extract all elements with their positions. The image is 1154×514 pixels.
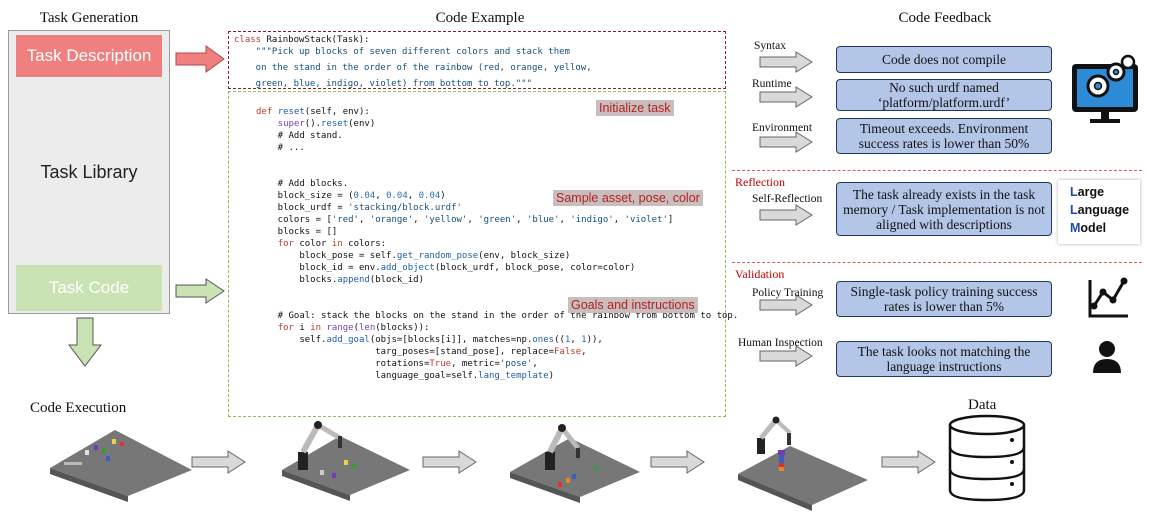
task-code-box: Task Code <box>16 265 162 311</box>
sim-scene-3 <box>510 424 640 503</box>
code-body: def reset(self, env): super().reset(env)… <box>256 107 739 381</box>
code-execution-label: Code Execution <box>30 400 127 416</box>
task-description-box: Task Description <box>16 35 162 77</box>
reflection-divider <box>732 170 1142 171</box>
sim-scene-2 <box>282 421 410 501</box>
class-docstring-box <box>228 31 726 89</box>
task-generation-header: Task Generation <box>39 10 139 26</box>
environment-feedback-box: Timeout exceeds. Environment success rat… <box>836 118 1052 154</box>
sim-scene-1 <box>50 430 192 502</box>
self-reflection-label: Self-Reflection <box>752 193 823 205</box>
syntax-feedback-box: Code does not compile <box>836 46 1052 73</box>
llm-cap-3: M <box>1070 221 1081 235</box>
exec-arrow-4 <box>881 450 936 474</box>
validation-section-label: Validation <box>735 267 785 281</box>
goals-instructions-tag: Goals and instructions <box>568 297 698 313</box>
code-feedback-header: Code Feedback <box>898 10 992 26</box>
runtime-feedback-box: No such urdf named ‘platform/platform.ur… <box>836 79 1052 111</box>
person-icon <box>1093 341 1121 373</box>
monitor-gears-icon <box>1072 54 1138 123</box>
class-name: RainbowStack(Task): <box>261 35 370 45</box>
syntax-arrow <box>759 51 813 73</box>
human-feedback-box: The task looks not matching the language… <box>836 341 1052 377</box>
class-keyword: class <box>234 35 262 45</box>
code-body-box <box>228 91 726 417</box>
exec-arrow-1 <box>191 450 246 474</box>
line-chart-icon <box>1088 280 1128 318</box>
initialize-task-tag: Initialize task <box>596 100 674 116</box>
llm-cap-2: L <box>1070 203 1078 217</box>
llm-rest-3: odel <box>1080 221 1107 235</box>
llm-cap-1: L <box>1070 185 1078 199</box>
environment-arrow <box>759 131 813 153</box>
self-reflection-feedback-box: The task already exists in the task memo… <box>836 182 1052 236</box>
sample-asset-tag: Sample asset, pose, color <box>553 190 703 206</box>
code-example-header: Code Example <box>435 10 525 26</box>
database-icon <box>948 414 1026 502</box>
task-code-arrow <box>175 278 225 304</box>
validation-divider <box>732 262 1142 263</box>
policy-training-label: Policy Training <box>752 287 824 299</box>
library-down-arrow <box>67 317 103 367</box>
exec-arrow-3 <box>650 450 705 474</box>
reflection-section-label: Reflection <box>735 175 785 189</box>
policy-feedback-box: Single-task policy training success rate… <box>836 281 1052 317</box>
runtime-arrow <box>759 86 813 108</box>
docstring-line-1: """Pick up blocks of seven different col… <box>234 47 570 57</box>
class-definition-line: class RainbowStack(Task): <box>234 34 369 46</box>
llm-rest-1: arge <box>1077 185 1105 199</box>
runtime-label: Runtime <box>752 78 792 90</box>
task-description-arrow <box>175 45 225 73</box>
docstring-line-2: on the stand in the order of the rainbow… <box>234 63 592 73</box>
policy-arrow <box>759 294 813 316</box>
llm-rest-2: anguage <box>1077 203 1130 217</box>
docstring-line-3: green, blue, indigo, violet) from bottom… <box>234 79 533 89</box>
self-reflection-arrow <box>759 204 813 226</box>
llm-logo: Large Language Model <box>1058 180 1140 244</box>
exec-arrow-2 <box>422 450 477 474</box>
sim-scene-4 <box>738 416 868 511</box>
syntax-label: Syntax <box>754 40 786 52</box>
environment-label: Environment <box>752 122 813 134</box>
human-arrow <box>759 345 813 367</box>
task-library-label: Task Library <box>40 162 138 182</box>
human-inspection-label: Human Inspection <box>738 337 823 349</box>
data-label: Data <box>968 397 997 413</box>
